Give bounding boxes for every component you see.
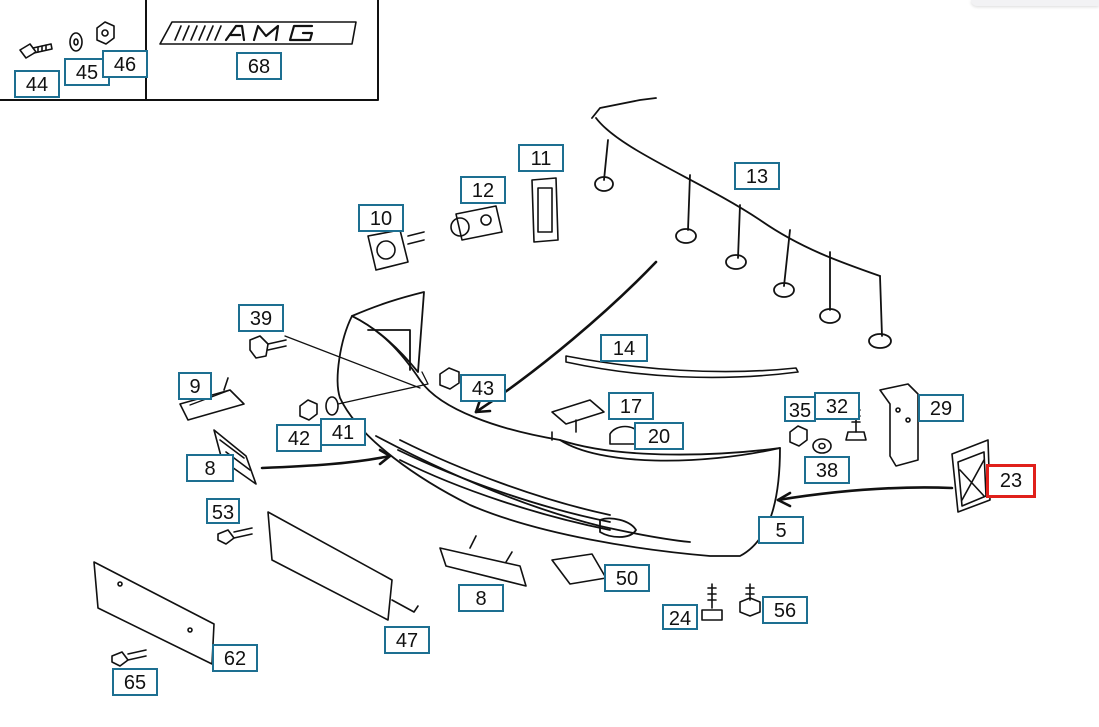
callout-17[interactable]: 17 — [608, 392, 654, 420]
callout-13[interactable]: 13 — [734, 162, 780, 190]
callout-65[interactable]: 65 — [112, 668, 158, 696]
callout-53[interactable]: 53 — [206, 498, 240, 524]
bolt-44-icon — [19, 43, 53, 59]
screw-24-icon — [701, 583, 723, 621]
callout-43[interactable]: 43 — [460, 374, 506, 402]
washer-38-icon — [812, 438, 832, 454]
callout-32[interactable]: 32 — [814, 392, 860, 420]
callout-68[interactable]: 68 — [236, 52, 282, 80]
screw-53-icon — [217, 527, 253, 545]
callout-14[interactable]: 14 — [600, 334, 648, 362]
callout-56[interactable]: 56 — [762, 596, 808, 624]
callout-10[interactable]: 10 — [358, 204, 404, 232]
callout-11[interactable]: 11 — [518, 144, 564, 172]
washer-41-icon — [325, 396, 339, 416]
callout-9[interactable]: 9 — [178, 372, 212, 400]
nut-43-icon — [439, 367, 460, 390]
callout-5[interactable]: 5 — [758, 516, 804, 544]
screw-65-icon — [111, 649, 147, 667]
arrow-23-to-bumper — [776, 486, 954, 508]
license-plate-62-icon — [93, 561, 215, 665]
nut-35-icon — [789, 425, 808, 447]
callout-35[interactable]: 35 — [784, 396, 816, 422]
cover-50-icon — [551, 553, 607, 585]
nut-42-icon — [299, 399, 318, 421]
callout-46[interactable]: 46 — [102, 50, 148, 78]
bracket-23-icon — [951, 439, 991, 513]
bracket-8-lower-icon — [439, 535, 527, 587]
license-bracket-47-icon — [267, 511, 419, 621]
callout-42[interactable]: 42 — [276, 424, 322, 452]
nut-46-icon — [96, 21, 115, 45]
callout-29[interactable]: 29 — [918, 394, 964, 422]
callout-41[interactable]: 41 — [320, 418, 366, 446]
sensor-10-icon — [367, 229, 425, 271]
bracket-11-icon — [531, 177, 559, 243]
callout-39[interactable]: 39 — [238, 304, 284, 332]
callout-62[interactable]: 62 — [212, 644, 258, 672]
callout-8-left[interactable]: 8 — [186, 454, 234, 482]
callout-44[interactable]: 44 — [14, 70, 60, 98]
bumper-5-icon — [336, 291, 781, 557]
wiring-harness-13-icon — [591, 97, 892, 349]
trim-strip-14-icon — [565, 355, 799, 379]
washer-45-icon — [69, 32, 83, 52]
callout-23-highlighted[interactable]: 23 — [986, 464, 1036, 498]
bracket-17-icon — [551, 399, 605, 441]
callout-20[interactable]: 20 — [634, 422, 684, 450]
arrow-8-to-bumper — [260, 448, 392, 470]
amg-logo-icon — [159, 21, 357, 45]
callout-12[interactable]: 12 — [460, 176, 506, 204]
bolt-39-icon — [249, 335, 287, 359]
callout-24[interactable]: 24 — [662, 604, 698, 630]
sensor-12-icon — [450, 205, 503, 241]
callout-47[interactable]: 47 — [384, 626, 430, 654]
bracket-29-icon — [879, 383, 919, 467]
screw-56-icon — [739, 583, 761, 617]
callout-38[interactable]: 38 — [804, 456, 850, 484]
callout-50[interactable]: 50 — [604, 564, 650, 592]
callout-8-lower[interactable]: 8 — [458, 584, 504, 612]
clip-9-icon — [179, 377, 245, 421]
window-corner-card — [971, 0, 1099, 6]
